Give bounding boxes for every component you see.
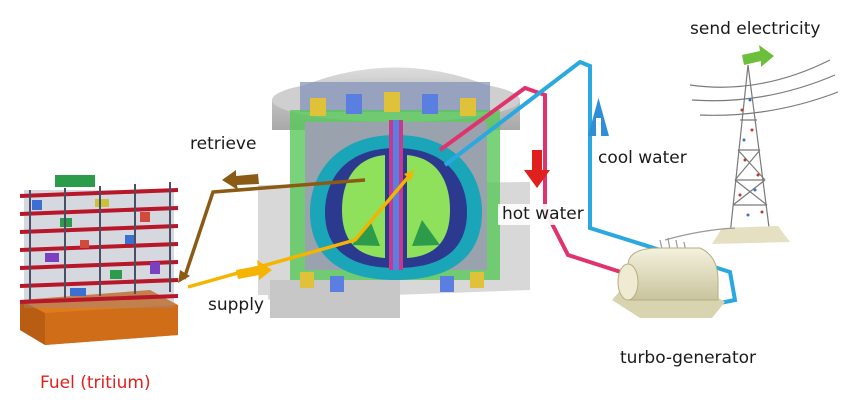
retrieve-arrow [222,170,259,190]
hot-water-arrow [524,150,550,188]
supply-line-head [404,170,414,181]
fuel-top-unit [55,175,95,187]
label-retrieve: retrieve [190,134,257,154]
supply-arrow [236,260,272,280]
label-send-electricity: send electricity [690,19,821,39]
bottom-ports [300,272,484,292]
send-electricity-arrow [742,45,774,67]
tower-dots-blue [742,98,757,217]
cool-water-arrow [588,98,609,136]
power-lines [689,59,839,116]
fuel-plant [19,175,179,345]
solenoid-core [393,120,399,270]
fuel-columns [29,182,171,300]
label-cool-water: cool water [594,148,691,169]
retrieve-line [182,178,366,280]
retrieve-line-head [178,270,190,283]
divertor-right [412,220,440,246]
top-ports [310,92,476,116]
cool-water-line [443,59,738,307]
label-supply: supply [204,295,268,316]
tower-base [712,226,790,244]
turbo-generator-machine [612,247,725,318]
label-turbo-generator: turbo-generator [620,348,757,368]
reactor-building [258,67,530,318]
label-hot-water: hot water [498,204,588,225]
label-fuel: Fuel (tritium) [40,373,151,393]
hot-water-line [438,85,631,277]
fuel-platform-side [20,300,45,345]
fuel-platform-front [45,305,178,345]
tower-dots [738,108,764,214]
divertor-left [352,220,380,246]
transmission-tower [689,59,839,236]
